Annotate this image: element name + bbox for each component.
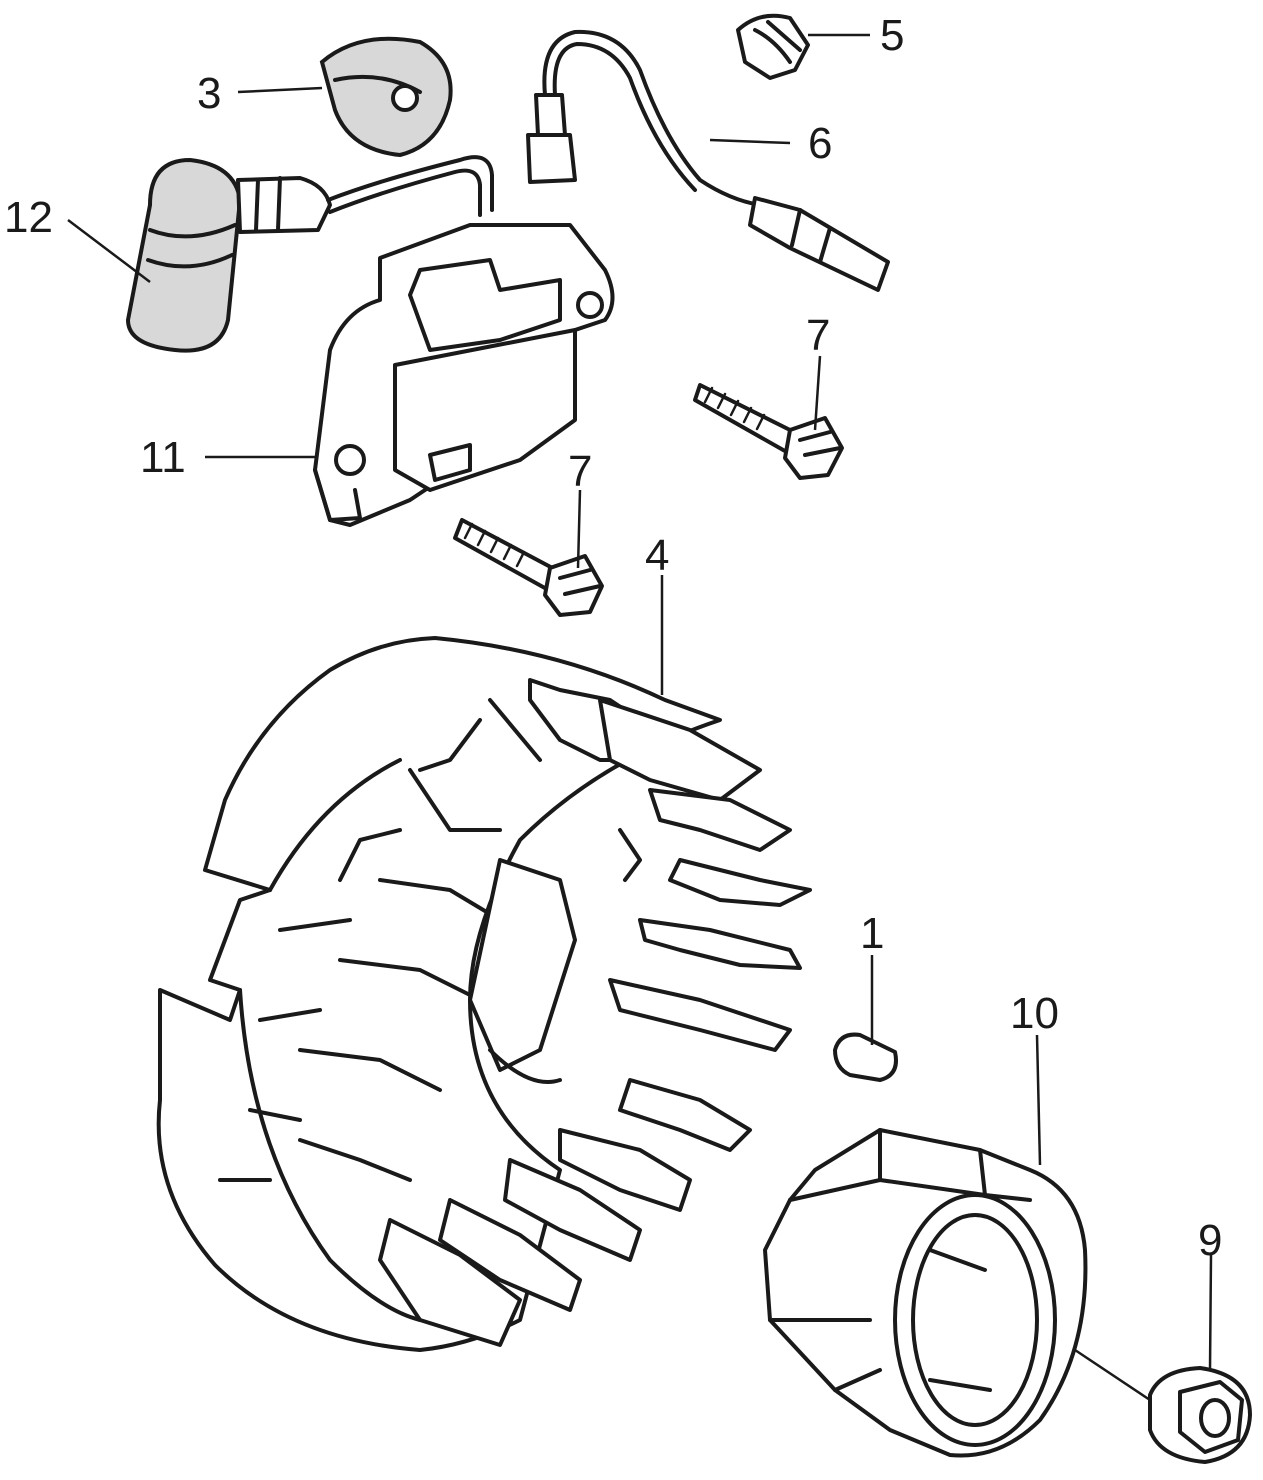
starter-pulley <box>763 1128 1088 1458</box>
leader-lines <box>67 33 1213 1402</box>
stop-switch-connector <box>319 36 453 158</box>
callout-7-upper: 7 <box>806 311 830 360</box>
ignition-cable <box>326 155 494 212</box>
callout-3: 3 <box>197 69 221 118</box>
woodruff-key <box>833 1032 898 1082</box>
bolt-upper <box>693 383 844 480</box>
callout-12: 12 <box>4 193 53 242</box>
ignition-coil <box>313 223 615 527</box>
wire-clip <box>736 13 810 80</box>
callout-11: 11 <box>140 433 186 482</box>
callout-labels: 1 3 4 5 6 7 7 9 10 11 12 <box>4 11 1222 1265</box>
flange-nut <box>1148 1366 1252 1464</box>
callout-4: 4 <box>645 531 669 580</box>
callout-10: 10 <box>1010 989 1059 1038</box>
callout-7-lower: 7 <box>568 447 592 496</box>
bolt-lower <box>453 518 604 617</box>
flywheel <box>156 636 812 1352</box>
callout-1: 1 <box>860 909 884 958</box>
lead-wire <box>526 29 890 292</box>
callout-5: 5 <box>880 11 904 60</box>
callout-6: 6 <box>808 119 832 168</box>
spark-plug-cap <box>125 157 332 353</box>
callout-9: 9 <box>1198 1216 1222 1265</box>
